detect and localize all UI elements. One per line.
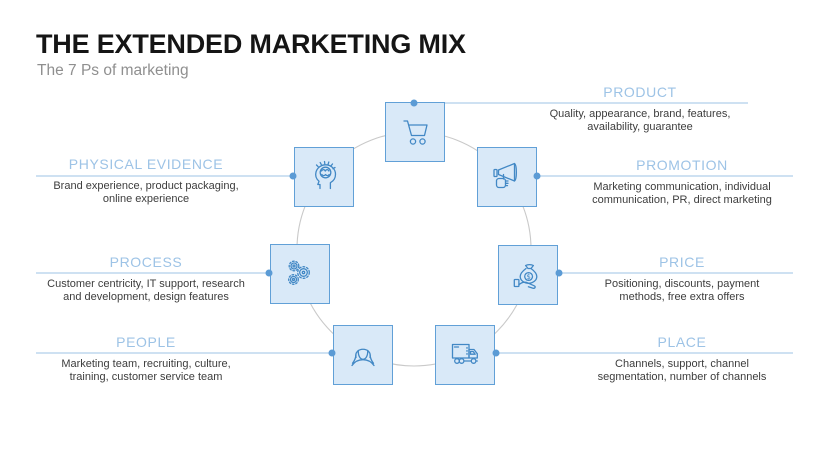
svg-text:$: $	[526, 273, 530, 281]
icon-box-place	[435, 325, 495, 385]
shopping-cart-icon	[403, 120, 428, 145]
callout-promotion: PROMOTION Marketing communication, indiv…	[570, 156, 794, 207]
money-bag-icon: $	[513, 263, 538, 289]
person-icon	[351, 348, 375, 367]
callout-promotion-label: PROMOTION	[636, 157, 728, 173]
icon-box-people	[333, 325, 393, 385]
callout-promotion-description: Marketing communication, individual comm…	[592, 181, 772, 206]
callout-place: PLACE Channels, support, channel segment…	[570, 333, 794, 384]
callout-price-description: Positioning, discounts, payment methods,…	[604, 278, 760, 303]
icon-box-promotion	[477, 147, 537, 207]
gears-icon	[288, 260, 310, 285]
delivery-truck-icon	[451, 343, 478, 364]
callout-process-description: Customer centricity, IT support, researc…	[47, 278, 245, 303]
slide-title: THE EXTENDED MARKETING MIX	[36, 29, 466, 59]
icon-box-price: $	[498, 245, 558, 305]
callout-process: PROCESS Customer centricity, IT support,…	[34, 253, 258, 304]
callout-process-label: PROCESS	[109, 254, 183, 270]
callout-physical-evidence-label: PHYSICAL EVIDENCE	[68, 156, 224, 172]
callout-price-label: PRICE	[659, 254, 705, 270]
callout-people: PEOPLE Marketing team, recruiting, cultu…	[34, 333, 258, 384]
callout-place-label: PLACE	[657, 334, 707, 350]
callout-physical-evidence: PHYSICAL EVIDENCE Brand experience, prod…	[34, 155, 258, 206]
callout-people-label: PEOPLE	[116, 334, 176, 350]
head-idea-icon	[315, 160, 337, 190]
callout-product-description: Quality, appearance, brand, features, av…	[549, 108, 731, 133]
icon-box-product	[385, 102, 445, 162]
slide-subtitle: The 7 Ps of marketing	[37, 62, 189, 79]
callout-place-description: Channels, support, channel segmentation,…	[597, 358, 767, 383]
icon-box-process	[270, 244, 330, 304]
megaphone-icon	[493, 162, 518, 189]
callout-physical-evidence-description: Brand experience, product packaging, onl…	[53, 180, 239, 205]
callout-product-label: PRODUCT	[603, 84, 677, 100]
callout-price: PRICE Positioning, discounts, payment me…	[570, 253, 794, 304]
callout-product: PRODUCT Quality, appearance, brand, feat…	[528, 83, 752, 134]
icon-box-physical-evidence	[294, 147, 354, 207]
callout-people-description: Marketing team, recruiting, culture, tra…	[61, 358, 231, 383]
